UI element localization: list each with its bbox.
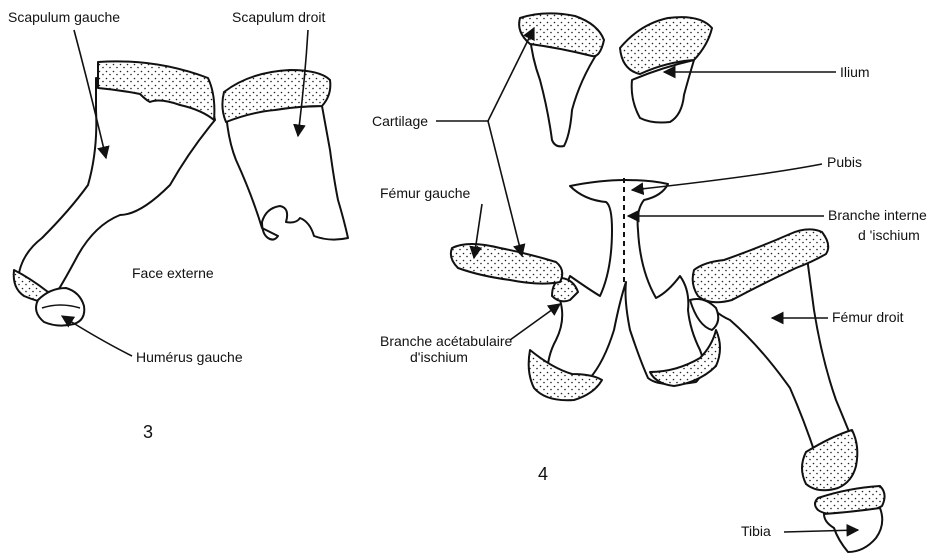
label-branche-acetabulaire-1: Branche acétabulaire xyxy=(380,333,513,349)
leader-branche-acetabulaire xyxy=(510,304,560,340)
label-scapulum-gauche: Scapulum gauche xyxy=(8,9,120,25)
femur-gauche xyxy=(451,244,562,284)
label-ilium: Ilium xyxy=(840,64,870,80)
right-ilium-cartilage xyxy=(620,17,712,74)
label-branche-interne-2: d 'ischium xyxy=(858,227,920,243)
figure-3-number: 3 xyxy=(143,422,153,442)
leader-cartilage-to-femur xyxy=(488,121,522,256)
label-humerus-gauche: Humérus gauche xyxy=(136,349,243,365)
leader-pubis xyxy=(632,164,822,190)
right-scapula-bone xyxy=(226,106,348,240)
label-tibia: Tibia xyxy=(741,523,771,539)
leader-cartilage-to-ilium xyxy=(488,28,534,121)
label-pubis: Pubis xyxy=(827,154,862,170)
figure-3: Scapulum gauche Scapulum droit Face exte… xyxy=(8,9,348,442)
label-femur-gauche: Fémur gauche xyxy=(380,185,470,201)
label-cartilage: Cartilage xyxy=(372,113,428,129)
leader-humerus-gauche xyxy=(62,316,132,356)
label-scapulum-droit: Scapulum droit xyxy=(232,9,325,25)
label-face-externe: Face externe xyxy=(132,265,214,281)
label-branche-interne-1: Branche interne xyxy=(828,207,927,223)
label-branche-acetabulaire-2: d'ischium xyxy=(410,349,468,365)
figure-4: Cartilage Ilium Pubis Fémur gauche Branc… xyxy=(372,13,927,552)
figure-4-number: 4 xyxy=(538,464,548,484)
label-femur-droit: Fémur droit xyxy=(832,309,904,325)
